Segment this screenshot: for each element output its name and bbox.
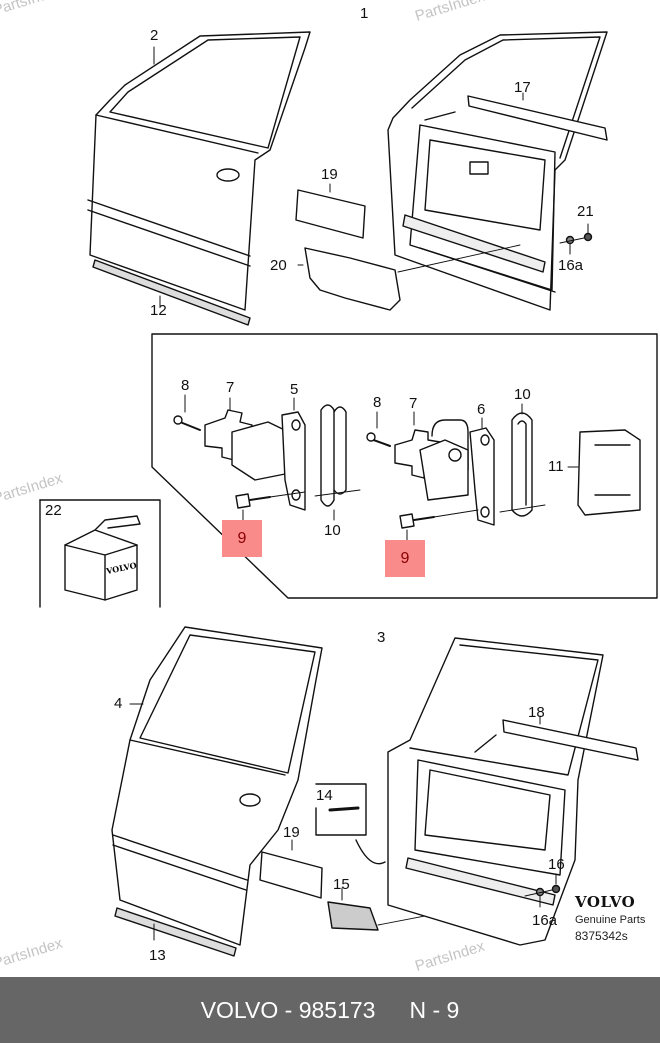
hinge-upper xyxy=(173,394,306,521)
callout-16[interactable]: 16 xyxy=(548,856,565,873)
part-16-bolt xyxy=(524,873,561,908)
callout-5[interactable]: 5 xyxy=(290,381,299,398)
footer-bar: VOLVO - 985173 N - 9 xyxy=(0,977,660,1043)
hinge-detail-frame xyxy=(151,333,658,599)
callout-3[interactable]: 3 xyxy=(377,629,386,646)
front-door-inner xyxy=(387,31,608,311)
parts-diagram: PartsIndex PartsIndex PartsIndex PartsIn… xyxy=(0,0,658,975)
part-19-pad xyxy=(295,183,366,239)
callout-7[interactable]: 7 xyxy=(409,395,418,412)
callout-21[interactable]: 21 xyxy=(577,203,594,220)
callout-8[interactable]: 8 xyxy=(181,377,190,394)
part-21-bolt xyxy=(559,223,593,255)
callout-13[interactable]: 13 xyxy=(149,947,166,964)
callout-11[interactable]: 11 xyxy=(548,458,564,475)
part-17-bar xyxy=(424,92,608,141)
callout-17[interactable]: 17 xyxy=(514,79,531,96)
callout-12[interactable]: 12 xyxy=(150,302,167,319)
callout-20[interactable]: 20 xyxy=(270,257,287,274)
diagram-code: 8375342s xyxy=(575,929,628,943)
callout-16a[interactable]: 16a xyxy=(532,912,558,929)
callout-7[interactable]: 7 xyxy=(226,379,235,396)
footer-brand: VOLVO xyxy=(200,996,279,1023)
footer-position-label: N - 9 xyxy=(409,996,460,1023)
callout-19[interactable]: 19 xyxy=(321,166,338,183)
callout-22[interactable]: 22 xyxy=(45,502,62,519)
callout-16a[interactable]: 16a xyxy=(558,257,584,274)
rear-door-outer xyxy=(111,626,323,957)
callout-2[interactable]: 2 xyxy=(150,27,159,44)
hinge-lower xyxy=(366,411,495,541)
brand-subtitle: Genuine Parts xyxy=(575,914,646,926)
part-22-box xyxy=(39,499,161,608)
callout-4[interactable]: 4 xyxy=(114,695,123,712)
callout-19[interactable]: 19 xyxy=(283,824,300,841)
footer-part-number: 985173 xyxy=(298,996,376,1023)
brand-block: VOLVO Genuine Parts 8375342s xyxy=(575,893,645,943)
part-18-bar xyxy=(474,715,639,761)
footer-separator: - xyxy=(284,996,293,1023)
callout-14[interactable]: 14 xyxy=(316,787,333,804)
callout-8[interactable]: 8 xyxy=(373,394,382,411)
rear-door-inner xyxy=(387,637,604,946)
callout-18[interactable]: 18 xyxy=(528,704,545,721)
callout-10[interactable]: 10 xyxy=(324,522,341,539)
seal-upper xyxy=(314,404,361,521)
part-11-bracket xyxy=(567,429,641,516)
volvo-logo: VOLVO xyxy=(575,893,636,911)
part-19-rear-pad xyxy=(259,839,323,899)
callout-15[interactable]: 15 xyxy=(333,876,350,893)
callout-6[interactable]: 6 xyxy=(477,401,486,418)
callout-9-highlighted[interactable]: 9 xyxy=(385,540,425,577)
part-14-clip xyxy=(315,783,386,865)
diagram-drawing xyxy=(39,31,658,957)
front-door-outer xyxy=(87,31,311,326)
seal-lower xyxy=(499,403,546,517)
callout-10[interactable]: 10 xyxy=(514,386,531,403)
callout-1[interactable]: 1 xyxy=(360,5,369,22)
part-20-handle xyxy=(297,244,521,311)
callout-9-highlighted[interactable]: 9 xyxy=(222,520,262,557)
